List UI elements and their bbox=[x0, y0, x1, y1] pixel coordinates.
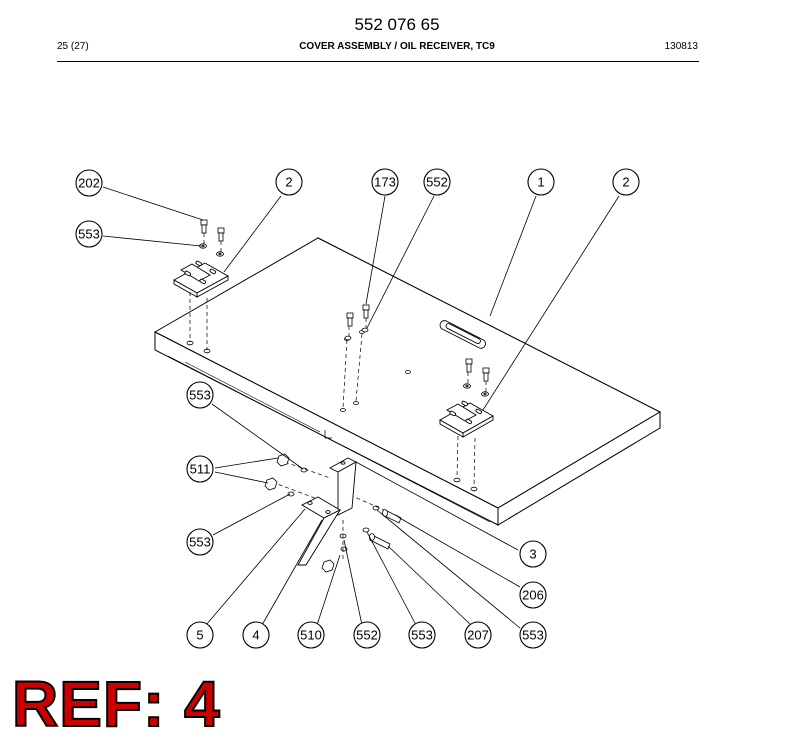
document-title: COVER ASSEMBLY / OIL RECEIVER, TC9 bbox=[299, 41, 495, 52]
svg-text:553: 553 bbox=[78, 227, 100, 242]
pins bbox=[368, 509, 402, 550]
callout-1: 1 bbox=[527, 168, 555, 196]
document-date: 130813 bbox=[664, 41, 698, 52]
svg-text:2: 2 bbox=[622, 175, 629, 190]
callout-553-d: 553 bbox=[408, 621, 436, 649]
svg-text:510: 510 bbox=[300, 628, 322, 643]
header-rule bbox=[57, 61, 699, 62]
callout-4: 4 bbox=[242, 621, 270, 649]
callout-5: 5 bbox=[186, 621, 214, 649]
svg-text:552: 552 bbox=[426, 175, 448, 190]
svg-text:553: 553 bbox=[189, 388, 211, 403]
svg-text:3: 3 bbox=[529, 547, 536, 562]
svg-text:511: 511 bbox=[190, 462, 211, 477]
svg-text:207: 207 bbox=[467, 628, 489, 643]
callout-552-bottom: 552 bbox=[353, 621, 381, 649]
callout-3: 3 bbox=[519, 540, 547, 568]
svg-text:553: 553 bbox=[522, 628, 544, 643]
screws bbox=[200, 219, 490, 382]
svg-text:4: 4 bbox=[252, 628, 259, 643]
callout-553-b: 553 bbox=[186, 381, 214, 409]
nuts bbox=[264, 453, 335, 573]
svg-text:553: 553 bbox=[411, 628, 433, 643]
svg-text:5: 5 bbox=[196, 628, 203, 643]
svg-text:1: 1 bbox=[537, 175, 544, 190]
leader-lines bbox=[102, 186, 620, 629]
callout-511: 511 bbox=[186, 455, 214, 483]
svg-text:173: 173 bbox=[374, 175, 396, 190]
callout-2-right: 2 bbox=[612, 168, 640, 196]
callout-510: 510 bbox=[297, 621, 325, 649]
bracket-assembly bbox=[297, 457, 357, 566]
callout-553-a: 553 bbox=[75, 220, 103, 248]
svg-text:2: 2 bbox=[285, 175, 292, 190]
callout-2-left: 2 bbox=[275, 168, 303, 196]
assembly-lines bbox=[189, 233, 487, 560]
svg-text:553: 553 bbox=[189, 535, 211, 550]
svg-text:202: 202 bbox=[78, 176, 100, 191]
svg-text:552: 552 bbox=[356, 628, 378, 643]
callout-206: 206 bbox=[519, 581, 547, 609]
hinge-right bbox=[439, 400, 494, 438]
callout-553-e: 553 bbox=[519, 621, 547, 649]
callout-202: 202 bbox=[75, 169, 103, 197]
callout-207: 207 bbox=[464, 621, 492, 649]
document-number: 552 076 65 bbox=[354, 15, 440, 34]
callout-173: 173 bbox=[371, 168, 399, 196]
cover-plate bbox=[153, 237, 662, 526]
svg-text:206: 206 bbox=[522, 588, 544, 603]
page-number: 25 (27) bbox=[57, 41, 89, 52]
callout-553-c: 553 bbox=[186, 528, 214, 556]
callout-552-top: 552 bbox=[423, 168, 451, 196]
ref-label: REF: 4 bbox=[11, 667, 221, 740]
hinge-left bbox=[173, 260, 229, 298]
cover-slot bbox=[439, 320, 486, 349]
